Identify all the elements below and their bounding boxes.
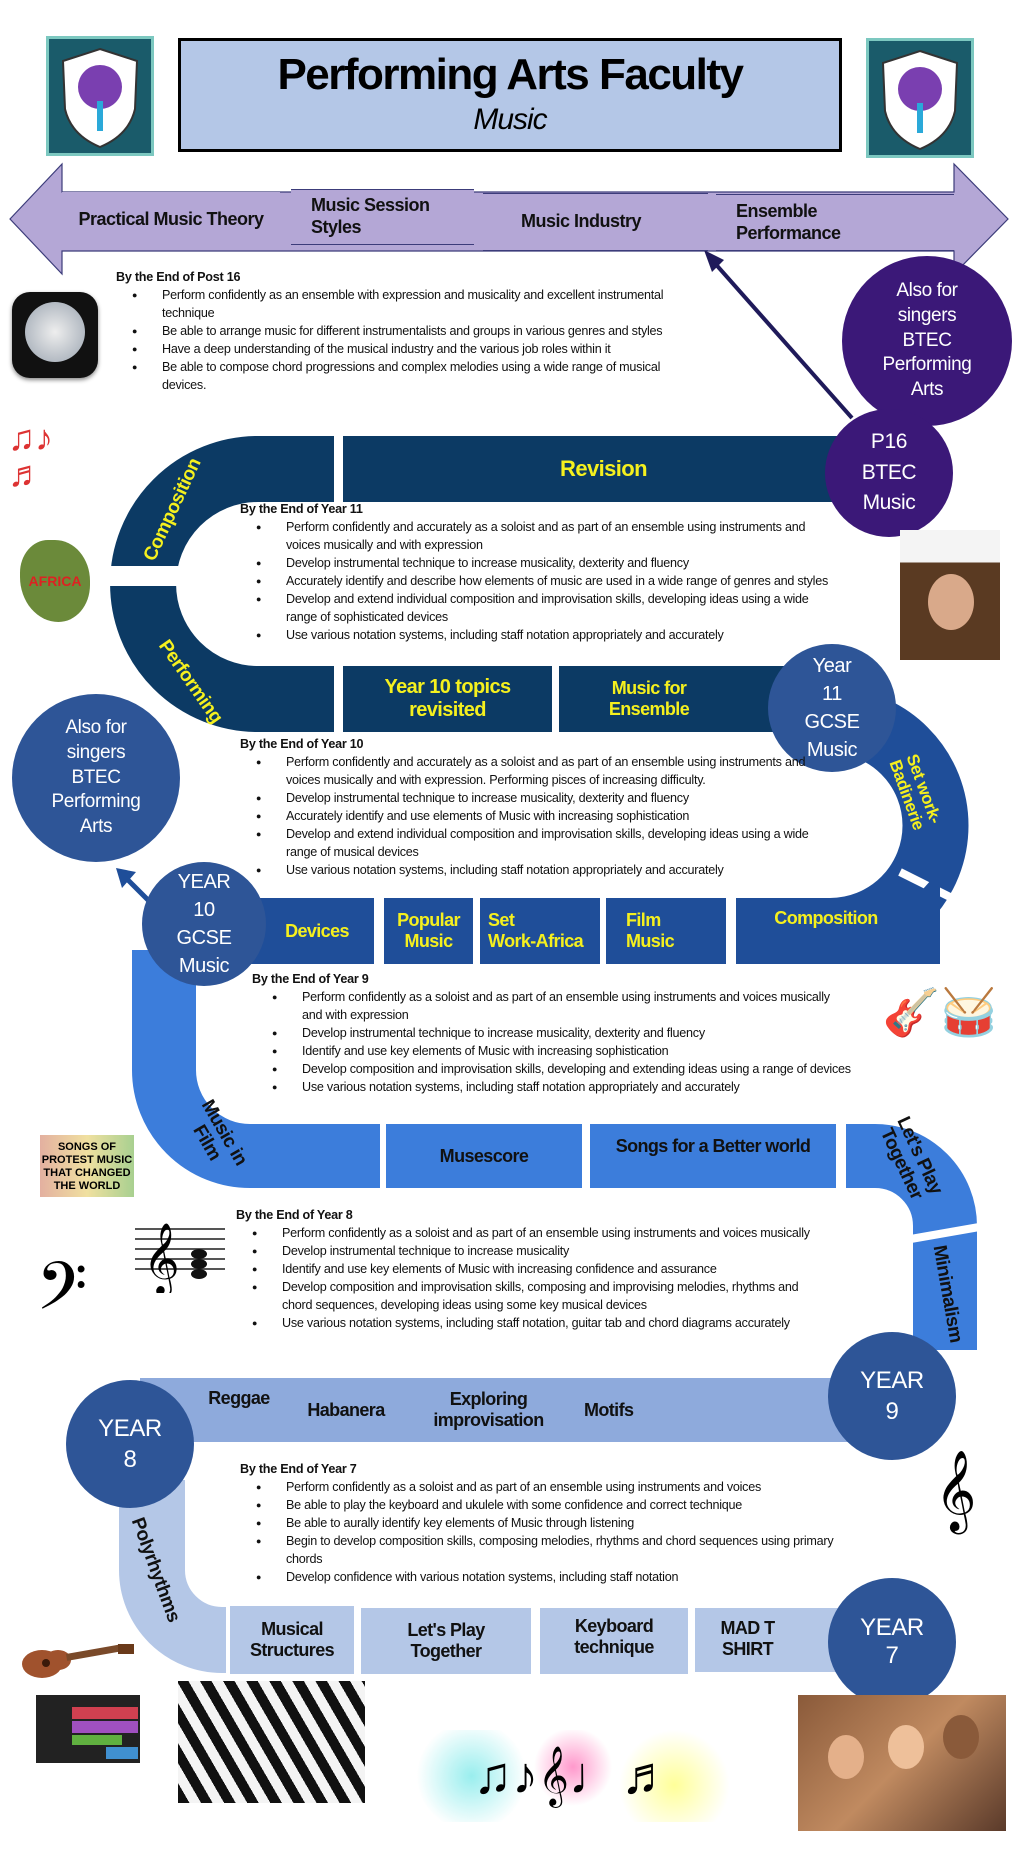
topic-music-session-styles: Music Session Styles — [291, 189, 474, 245]
piano-keys-image — [178, 1681, 365, 1803]
topic-year10-revisited: Year 10 topics revisited — [343, 666, 552, 732]
music-notes-image: ♫♪♬ — [8, 420, 53, 494]
africa-logo: AFRICA — [20, 540, 90, 622]
also-singers-circle-top: Also for singers BTEC Performing Arts — [842, 256, 1012, 426]
year8-bullet: Develop composition and improvisation sk… — [252, 1278, 826, 1314]
year10-outcomes: By the End of Year 10 Perform confidentl… — [240, 735, 840, 879]
band-cartoon-image: 🎸🥁 — [882, 986, 998, 1038]
year11-bullet: Use various notation systems, including … — [256, 626, 840, 644]
year11-bullet: Develop instrumental technique to increa… — [256, 554, 840, 572]
topic-motifs: Motifs — [572, 1378, 862, 1442]
year9-bullet: Perform confidently as a soloist and as … — [272, 988, 852, 1024]
year9-left-arc — [132, 950, 380, 1188]
topic-lets-play-together-y7: Let's Play Together — [361, 1608, 531, 1674]
songs-of-protest-logo: SONGS OF PROTEST MUSIC THAT CHANGED THE … — [40, 1135, 134, 1197]
year7-bullet: Be able to play the keyboard and ukulele… — [256, 1496, 870, 1514]
topic-exploring-improvisation: Exploring improvisation — [413, 1378, 564, 1442]
school-logo-left — [46, 36, 154, 156]
ukulele-image — [16, 1636, 138, 1684]
year8-bullet: Develop instrumental technique to increa… — [252, 1242, 826, 1260]
topic-musical-structures: Musical Structures — [230, 1606, 354, 1674]
topic-music-industry: Music Industry — [483, 193, 708, 251]
page-title: Performing Arts Faculty — [277, 50, 744, 99]
year11-bullet: Develop and extend individual compositio… — [256, 590, 840, 626]
post16-bullet: Be able to compose chord progressions an… — [132, 358, 706, 394]
year10-circle: YEAR 10 GCSE Music — [142, 862, 266, 986]
also-singers-circle-left: Also for singers BTEC Performing Arts — [12, 694, 180, 862]
year8-bullet: Perform confidently as a soloist and as … — [252, 1224, 826, 1242]
singers-photo-image — [798, 1695, 1006, 1831]
year10-bullet: Accurately identify and use elements of … — [256, 807, 840, 825]
staff-chord-icon: 𝄞 — [135, 1213, 225, 1297]
bass-clef-icon: 𝄢 — [36, 1250, 88, 1339]
year8-bullet: Use various notation systems, including … — [252, 1314, 826, 1332]
year11-bullet: Perform confidently and accurately as a … — [256, 518, 840, 554]
topic-popular-music: Popular Music — [384, 898, 473, 964]
topic-practical-music-theory: Practical Music Theory — [62, 192, 280, 248]
year11-circle: Year 11 GCSE Music — [768, 644, 896, 772]
topic-set-work-africa: Set Work-Africa — [480, 898, 600, 964]
year10-bullet: Develop and extend individual compositio… — [256, 825, 840, 861]
topic-ensemble-performance: Ensemble Performance — [716, 194, 954, 251]
topic-mad-t-shirt: MAD T SHIRT — [695, 1608, 840, 1672]
topic-habanera: Habanera — [288, 1378, 404, 1442]
year8-circle: YEAR 8 — [66, 1380, 194, 1508]
year7-bullet: Be able to aurally identify key elements… — [256, 1514, 870, 1532]
year8-outcomes: By the End of Year 8 Perform confidently… — [236, 1206, 826, 1332]
topic-music-for-ensemble: Music for Ensemble — [559, 666, 799, 732]
topic-songs-for-a-better-world: Songs for a Better world — [590, 1124, 836, 1188]
year10-bullet: Develop instrumental technique to increa… — [256, 789, 840, 807]
year7-bullet: Begin to develop composition skills, com… — [256, 1532, 870, 1568]
title-box: Performing Arts Faculty Music — [178, 38, 842, 152]
year7-heading: By the End of Year 7 — [240, 1462, 357, 1476]
topic-reggae: Reggae — [198, 1378, 280, 1442]
topic-revision: Revision — [343, 436, 864, 502]
post16-outcomes: By the End of Post 16 Perform confidentl… — [116, 268, 706, 394]
year9-outcomes: By the End of Year 9 Perform confidently… — [252, 970, 852, 1096]
post16-heading: By the End of Post 16 — [116, 270, 241, 284]
year10-heading: By the End of Year 10 — [240, 737, 364, 751]
year9-bullet: Use various notation systems, including … — [272, 1078, 852, 1096]
year8-bullet: Identify and use key elements of Music w… — [252, 1260, 826, 1278]
post16-bullet: Perform confidently as an ensemble with … — [132, 286, 706, 322]
year7-outcomes: By the End of Year 7 Perform confidently… — [240, 1460, 870, 1586]
page-subtitle: Music — [473, 103, 547, 136]
year11-bullet: Accurately identify and describe how ele… — [256, 572, 840, 590]
year7-left-arc — [119, 1480, 226, 1673]
year9-bullet: Develop instrumental technique to increa… — [272, 1024, 852, 1042]
year8-heading: By the End of Year 8 — [236, 1208, 353, 1222]
bach-portrait-image — [900, 530, 1000, 660]
year9-heading: By the End of Year 9 — [252, 972, 369, 986]
topic-composition-y10: Composition — [736, 898, 916, 964]
p16-arrow — [710, 258, 854, 420]
daw-screenshot-image — [36, 1695, 140, 1763]
topic-musescore: Musescore — [386, 1124, 582, 1188]
year9-bullet: Develop composition and improvisation sk… — [272, 1060, 852, 1078]
year7-bullet: Develop confidence with various notation… — [256, 1568, 870, 1586]
colorful-notes-image: ♫♪𝄞♩♬ — [404, 1730, 742, 1822]
treble-clef-icon: 𝄞 — [935, 1451, 977, 1529]
p16-btec-music-circle: P16 BTEC Music — [825, 409, 953, 537]
topic-keyboard-technique: Keyboard technique — [540, 1608, 688, 1674]
year10-bullet: Perform confidently and accurately as a … — [256, 753, 840, 789]
post16-bullet: Have a deep understanding of the musical… — [132, 340, 706, 358]
svg-text:𝄞: 𝄞 — [143, 1223, 180, 1293]
year10-bullet: Use various notation systems, including … — [256, 861, 840, 879]
topic-film-music: Film Music — [606, 898, 726, 964]
school-logo-right — [866, 38, 974, 158]
year9-circle: YEAR 9 — [828, 1332, 956, 1460]
logic-pro-icon — [12, 292, 98, 378]
year11-outcomes: By the End of Year 11 Perform confidentl… — [240, 500, 840, 644]
year9-right-arc — [846, 1124, 977, 1350]
year7-circle: YEAR 7 — [828, 1578, 956, 1706]
year9-bullet: Identify and use key elements of Music w… — [272, 1042, 852, 1060]
year7-bullet: Perform confidently as a soloist and as … — [256, 1478, 870, 1496]
year11-heading: By the End of Year 11 — [240, 502, 363, 516]
post16-bullet: Be able to arrange music for different i… — [132, 322, 706, 340]
